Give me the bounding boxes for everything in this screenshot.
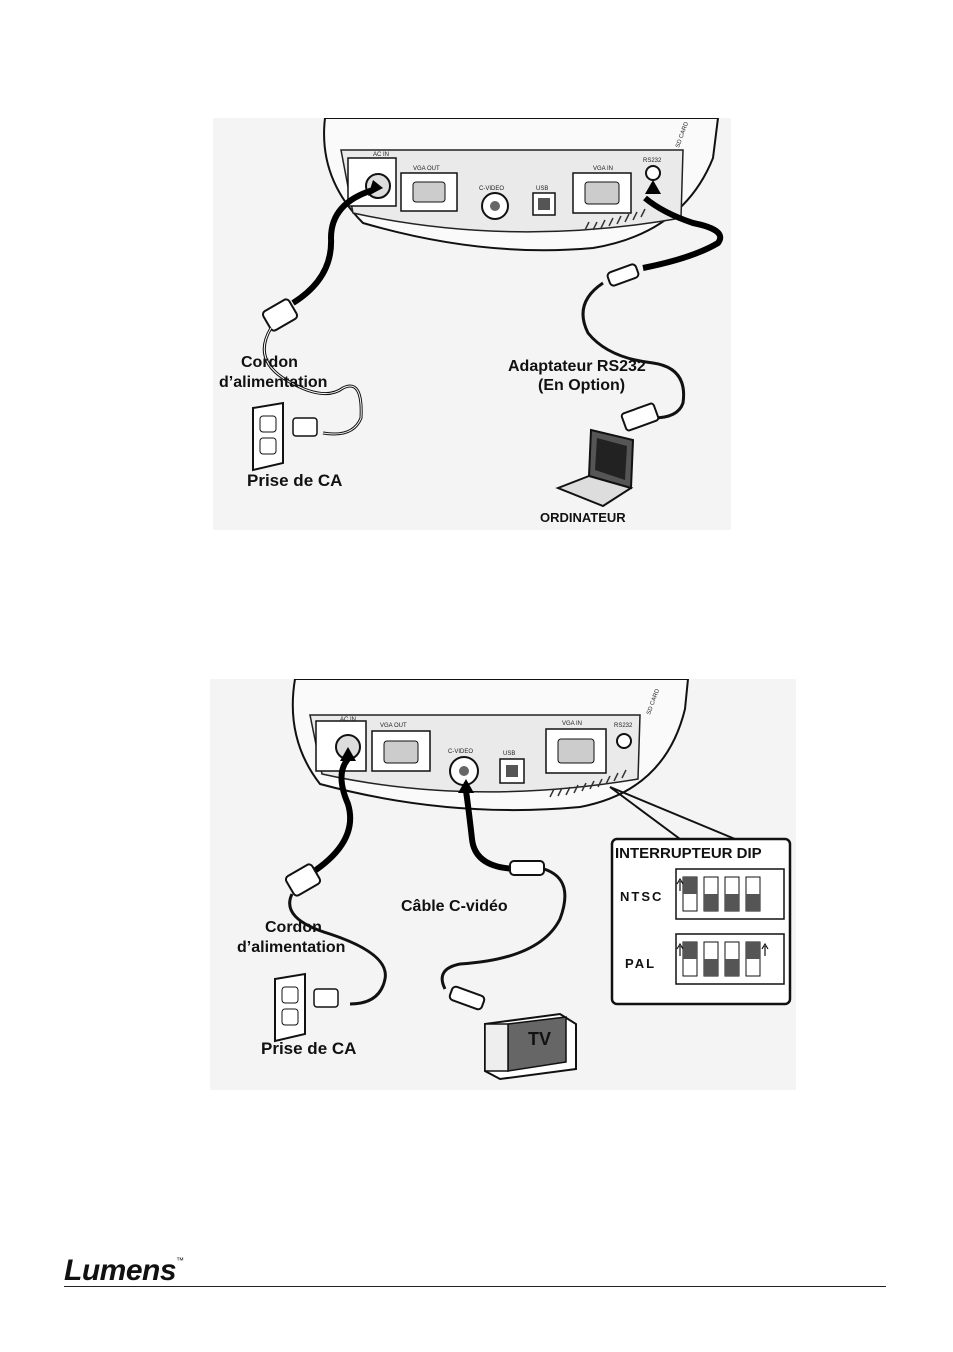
rca-plug-bottom (448, 985, 486, 1011)
dip-ntsc-switches (676, 876, 761, 912)
port-label-vga-out: VGA OUT (413, 166, 440, 172)
device-vents (549, 769, 627, 798)
tv-icon (484, 1012, 577, 1081)
power-cord-label-line2: d’alimentation (237, 939, 346, 956)
power-cord-label-line2: d’alimentation (219, 374, 328, 391)
tv-label: TV (528, 1029, 552, 1049)
port-label-usb: USB (503, 751, 515, 757)
rs232-cord (581, 281, 686, 420)
power-plug (284, 863, 322, 897)
rs232-adapter-label-line2: (En Option) (538, 377, 626, 394)
port-label-ac-in: AC IN (340, 717, 356, 723)
figure-rs232-connection: AC IN VGA OUT C-VIDEO USB VGA IN RS232 S… (213, 118, 731, 530)
c-video-arrow-head (458, 779, 474, 793)
trademark-symbol: ™ (176, 1256, 184, 1265)
rs232-adapter-label-line1: Adaptateur RS232 (508, 358, 646, 375)
port-label-vga-in: VGA IN (593, 166, 613, 172)
laptop-icon (555, 428, 635, 508)
port-label-usb: USB (536, 186, 548, 192)
c-video-cable-label: Câble C-vidéo (401, 898, 508, 915)
rca-plug-top (509, 860, 545, 876)
power-cord-inner (263, 327, 362, 435)
device-vents (584, 208, 646, 231)
computer-label: ORDINATEUR (540, 510, 626, 525)
dip-switch-title: INTERRUPTEUR DIP (615, 845, 762, 862)
lumens-logo-text: Lumens (64, 1254, 177, 1287)
dip-callout-line (609, 786, 681, 840)
ac-outlet-icon (252, 401, 318, 472)
port-label-vga-in: VGA IN (562, 721, 582, 727)
port-label-c-video: C-VIDEO (479, 186, 504, 192)
rs232-connection-diagram: AC IN VGA OUT C-VIDEO USB VGA IN RS232 S… (252, 118, 724, 508)
c-video-cable-thick (463, 790, 521, 872)
power-arrow-head (368, 180, 383, 196)
db9-connector (620, 402, 660, 432)
dip-pal-label: PAL (625, 956, 657, 971)
port-label-rs232: RS232 (643, 158, 662, 164)
vga-out-port (400, 172, 458, 212)
power-arrow-head (340, 747, 356, 761)
port-label-ac-in: AC IN (373, 152, 389, 158)
c-video-pin (459, 766, 469, 776)
c-video-cord (440, 867, 567, 990)
rs232-arrow-head (645, 180, 661, 194)
ac-outlet-icon (274, 972, 339, 1043)
figure-c-video-connection: AC IN VGA OUT C-VIDEO USB VGA IN RS232 S… (210, 679, 796, 1090)
power-cord-label-line1: Cordon (241, 354, 298, 371)
rs232-plug (606, 263, 640, 287)
rs232-cable-thick (642, 195, 724, 271)
power-cable-thick (291, 187, 374, 306)
dip-pal-switches (676, 941, 769, 977)
port-label-rs232: RS232 (614, 723, 633, 729)
ac-outlet-label: Prise de CA (261, 1039, 357, 1058)
vga-out-connector (383, 740, 419, 764)
vga-out-connector (412, 181, 446, 203)
vga-in-connector (584, 181, 620, 205)
vga-in-connector (557, 738, 595, 764)
power-plug (261, 298, 299, 332)
c-video-pin (490, 201, 500, 211)
usb-socket (506, 765, 518, 777)
dip-callout-line (609, 786, 736, 840)
usb-socket (538, 198, 550, 210)
rs232-port (616, 733, 632, 749)
dip-ntsc-label: NTSC (620, 889, 664, 904)
power-cord-label-line1: Cordon (265, 919, 322, 936)
rs232-port (645, 165, 661, 181)
lumens-logo: Lumens™ (64, 1254, 184, 1288)
port-label-c-video: C-VIDEO (448, 749, 473, 755)
power-cord (288, 893, 387, 1006)
c-video-connection-diagram: AC IN VGA OUT C-VIDEO USB VGA IN RS232 S… (274, 679, 792, 1081)
footer-rule (64, 1286, 886, 1287)
port-label-vga-out: VGA OUT (380, 723, 407, 729)
ac-outlet-label: Prise de CA (247, 471, 343, 490)
power-cable-thick (303, 757, 354, 880)
